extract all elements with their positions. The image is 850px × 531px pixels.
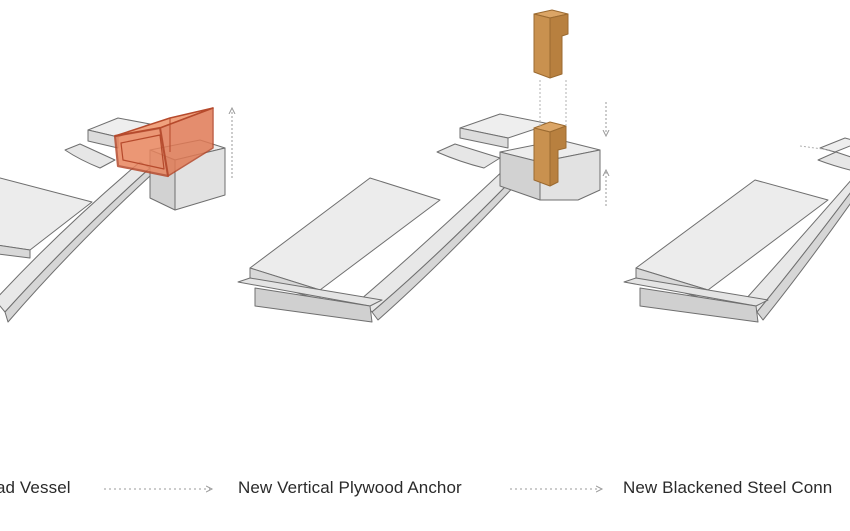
panel-2-assembly (237, 9, 606, 323)
vessel-box (113, 107, 214, 178)
plywood-anchor-upper (533, 9, 569, 79)
caption-panel-2: New Vertical Plywood Anchor (238, 478, 462, 497)
panel-1-assembly (0, 107, 232, 323)
panel-3-assembly (623, 137, 850, 323)
plywood-anchor-lower (533, 121, 567, 187)
caption-panel-3: New Blackened Steel Conn (623, 478, 833, 497)
caption-panel-1: ad Vessel (0, 478, 71, 497)
